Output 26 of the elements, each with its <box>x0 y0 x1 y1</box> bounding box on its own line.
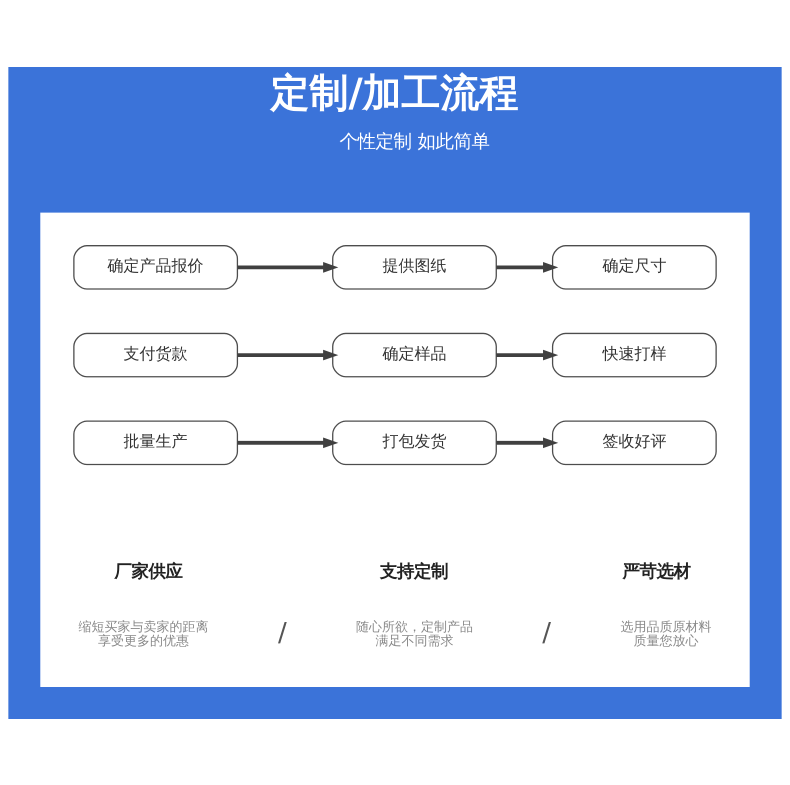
label: 随心所欲，定制产品满足不同需求 <box>356 619 473 648</box>
label: / <box>278 618 287 648</box>
label: 厂家供应 <box>114 561 182 582</box>
node-box: 确定尺寸 <box>552 244 717 290</box>
node-box: 支付货款 <box>73 332 238 377</box>
arrow <box>496 437 558 448</box>
arrow <box>238 349 338 360</box>
cluster <box>40 212 750 687</box>
node-box: 提供图纸 <box>332 244 497 290</box>
diagram-title: 定制/加工流程 <box>270 70 519 116</box>
node-box: 快速打样 <box>552 332 717 377</box>
label: 支持定制 <box>380 561 448 582</box>
label: 个性定制 如此简单 <box>340 130 490 152</box>
arrow <box>238 262 338 272</box>
node-box: 确定样品 <box>332 332 497 377</box>
node-box: 批量生产 <box>73 420 238 465</box>
node-box: 打包发货 <box>332 420 497 465</box>
label: 缩短买家与卖家的距离享受更多的优惠 <box>78 619 209 648</box>
node-box: 确定产品报价 <box>73 244 238 290</box>
node-box: 签收好评 <box>552 420 717 465</box>
label: 严苛选材 <box>622 561 690 582</box>
arrow <box>238 437 338 448</box>
label: / <box>542 618 552 648</box>
label: 选用品质原材料质量您放心 <box>620 619 712 648</box>
arrow <box>496 262 558 272</box>
arrow <box>496 349 558 360</box>
